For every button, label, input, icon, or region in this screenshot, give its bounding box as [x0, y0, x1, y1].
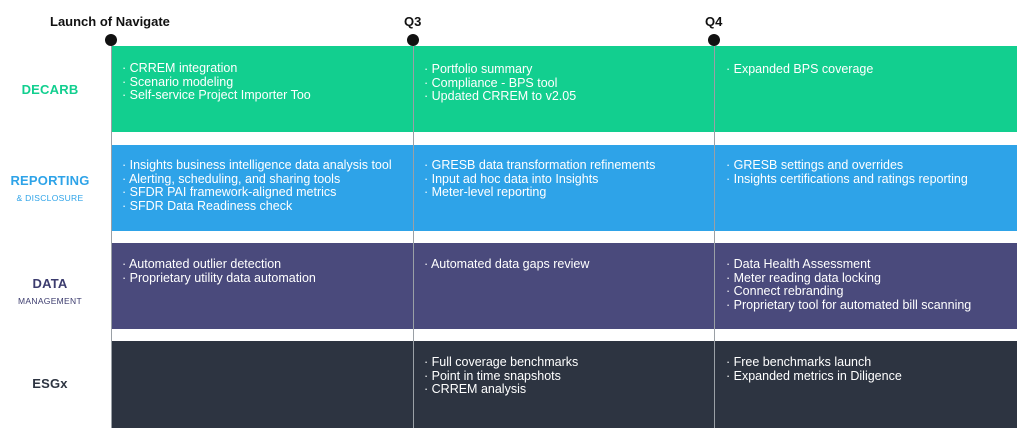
milestone-q3-label: Q3	[404, 14, 422, 29]
timeline-q4-line	[714, 40, 715, 428]
reporting-col1-cell: · Insights business intelligence data an…	[122, 158, 392, 213]
list-item: · CRREM analysis	[424, 382, 527, 396]
list-item: · Full coverage benchmarks	[424, 355, 579, 369]
row-title-reporting: REPORTING	[10, 173, 90, 188]
timeline-launch-line	[111, 40, 112, 428]
list-item: · Expanded metrics in Diligence	[726, 368, 902, 383]
list-item: · Data Health Assessment	[726, 257, 871, 271]
list-item: · Automated outlier detection	[122, 257, 282, 271]
milestone-launch-marker	[105, 34, 117, 46]
list-item: · Updated CRREM to v2.05	[424, 89, 577, 103]
list-item: · Automated data gaps review	[424, 257, 590, 271]
milestone-q4-label: Q4	[705, 14, 723, 29]
row-label-decarb: DECARB	[0, 82, 100, 97]
row-title-decarb: DECARB	[21, 82, 79, 97]
milestone-launch-label: Launch of Navigate	[50, 14, 170, 29]
list-item: · GRESB data transformation refinements	[424, 158, 656, 172]
row-subtitle-reporting: & Disclosure	[16, 193, 84, 203]
list-item: · Proprietary utility data automation	[122, 270, 316, 285]
row-band-esgx	[112, 341, 1017, 428]
decarb-col1-cell: · CRREM integration· Scenario modeling· …	[122, 61, 311, 103]
list-item: · Point in time snapshots	[424, 368, 561, 383]
row-band-data	[112, 243, 1017, 329]
row-subtitle-data: Management	[18, 296, 82, 306]
list-item: · Meter-level reporting	[424, 185, 547, 199]
reporting-col3-cell: · GRESB settings and overrides· Insights…	[726, 158, 968, 186]
row-label-reporting: REPORTING & Disclosure	[0, 173, 100, 203]
list-item: · Connect rebranding	[726, 284, 844, 298]
list-item: · Scenario modeling	[122, 74, 234, 89]
row-title-esgx: ESGx	[32, 376, 68, 391]
list-item: · Self-service Project Importer Too	[122, 88, 311, 102]
decarb-col2-cell: · Portfolio summary· Compliance - BPS to…	[424, 62, 577, 104]
list-item: · CRREM integration	[122, 61, 238, 75]
esgx-col2-cell: · Full coverage benchmarks· Point in tim…	[424, 355, 579, 397]
row-label-data: DATA Management	[0, 276, 100, 306]
list-item: · Expanded BPS coverage	[726, 62, 874, 76]
list-item: · GRESB settings and overrides	[726, 158, 904, 172]
list-item: · Insights business intelligence data an…	[122, 158, 392, 172]
row-title-data: DATA	[32, 276, 68, 291]
data-col3-cell: · Data Health Assessment· Meter reading …	[726, 257, 972, 312]
list-item: · Meter reading data locking	[726, 270, 881, 285]
milestone-q3-marker	[407, 34, 419, 46]
row-band-decarb	[112, 46, 1017, 132]
list-item: · Alerting, scheduling, and sharing tool…	[122, 171, 341, 186]
list-item: · Insights certifications and ratings re…	[726, 171, 968, 186]
list-item: · SFDR Data Readiness check	[122, 198, 293, 213]
list-item: · Proprietary tool for automated bill sc…	[726, 297, 972, 312]
milestone-q4-marker	[708, 34, 720, 46]
data-col2-cell: · Automated data gaps review	[424, 257, 590, 272]
row-label-esgx: ESGx	[0, 376, 100, 391]
list-item: · Compliance - BPS tool	[424, 75, 558, 90]
list-item: · Free benchmarks launch	[726, 355, 872, 369]
esgx-col3-cell: · Free benchmarks launch· Expanded metri…	[726, 355, 902, 383]
reporting-col2-cell: · GRESB data transformation refinements·…	[424, 158, 656, 200]
row-band-reporting	[112, 145, 1017, 231]
timeline-q3-line	[413, 40, 414, 428]
list-item: · Portfolio summary	[424, 62, 533, 76]
decarb-col3-cell: · Expanded BPS coverage	[726, 62, 874, 77]
list-item: · SFDR PAI framework-aligned metrics	[122, 185, 337, 199]
list-item: · Input ad hoc data into Insights	[424, 171, 599, 186]
data-col1-cell: · Automated outlier detection· Proprieta…	[122, 257, 316, 285]
